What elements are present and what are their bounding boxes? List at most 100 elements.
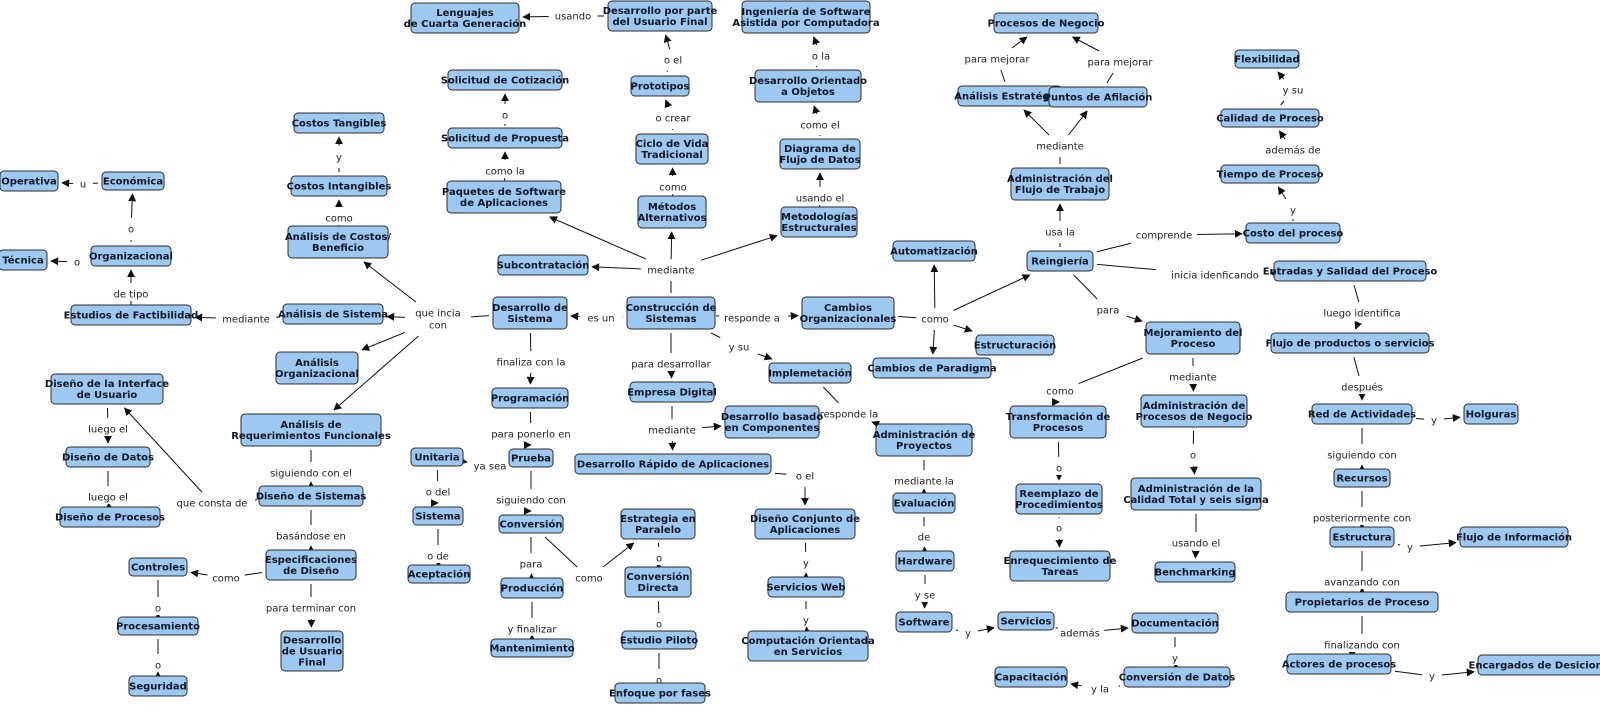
concept-node-organizacional[interactable]: Organizacional [89,245,173,267]
concept-node-analisis-estrategico[interactable]: Análisis Estratégico [954,85,1066,107]
concept-node-label: Servicios Web [766,583,845,594]
concept-node-cambios-paradigma[interactable]: Cambios de Paradigma [867,357,997,379]
link-label-text: o [1056,464,1062,475]
concept-node-enfoque-fases[interactable]: Enfoque por fases [609,682,711,704]
concept-node-label: Computación Orientada [741,635,874,647]
concept-node-empresa-digital[interactable]: Empresa Digital [627,381,717,403]
concept-node-subcontratacion[interactable]: Subcontratación [497,254,590,276]
concept-node-estudio-piloto[interactable]: Estudio Piloto [620,630,698,650]
concept-node-label: Cambios [824,303,872,314]
concept-node-flexibilidad[interactable]: Flexibilidad [1234,49,1300,69]
concept-node-puntos-afilacion[interactable]: Puntos de Afilación [1044,86,1153,108]
concept-node-procesos-negocio[interactable]: Procesos de Negocio [988,12,1105,34]
concept-node-recursos[interactable]: Recursos [1333,468,1391,488]
concept-node-hardware[interactable]: Hardware [895,550,955,572]
concept-node-estudios-fact[interactable]: Estudios de Factibilidad [64,304,199,326]
concept-node-flujo-productos[interactable]: Flujo de productos o servicios [1266,332,1435,354]
concept-node-sistema[interactable]: Sistema [412,506,464,526]
concept-node-benchmarking[interactable]: Benchmarking [1154,561,1236,583]
concept-node-analisis-costos[interactable]: Análisis de Costos/Beneficio [285,225,391,259]
concept-node-operativa[interactable]: Operativa [0,170,59,192]
concept-node-sol-cotizacion[interactable]: Solicitud de Cotización [441,69,570,91]
concept-node-unitaria[interactable]: Unitaria [410,447,464,467]
concept-node-documentacion[interactable]: Documentación [1131,612,1219,634]
concept-node-servicios-web[interactable]: Servicios Web [766,576,846,598]
concept-node-analisis-sistema[interactable]: Análisis de Sistema [278,303,388,325]
link-label: como [324,211,354,225]
concept-node-aceptacion[interactable]: Aceptación [407,564,471,584]
concept-node-costo-proceso[interactable]: Costo del proceso [1243,222,1344,244]
concept-node-implementacion[interactable]: Implemetación [768,362,852,384]
concept-node-actores[interactable]: Actores de procesos [1282,653,1396,675]
concept-node-tiempo-proceso[interactable]: Tiempo de Proceso [1216,164,1324,184]
concept-node-capacitacion[interactable]: Capacitación [994,666,1068,688]
concept-node-costos-tangibles[interactable]: Costos Tangibles [292,112,387,134]
concept-node-procesamiento[interactable]: Procesamiento [116,616,200,636]
concept-node-label: del Usuario Final [612,17,707,28]
concept-node-diseno-sistemas[interactable]: Diseño de Sistemas [256,485,367,507]
concept-node-reingenieria[interactable]: Reingiería [1026,250,1094,272]
concept-node-label: Final [298,658,326,669]
concept-node-calidad-proceso[interactable]: Calidad de Proceso [1216,108,1324,128]
concept-node-estructuracion[interactable]: Estructuración [974,334,1056,356]
concept-node-prueba[interactable]: Prueba [508,448,554,468]
concept-node-economica[interactable]: Económica [101,171,165,191]
concept-node-produccion[interactable]: Producción [500,577,564,599]
concept-node-software[interactable]: Software [895,611,953,633]
concept-node-estructura[interactable]: Estructura [1329,526,1395,548]
concept-node-entradas-salidas[interactable]: Entradas y Salidad del Proceso [1263,260,1438,282]
concept-node-diseno-datos[interactable]: Diseño de Datos [62,446,154,468]
concept-node-encargados[interactable]: Encargados de Desiciones [1469,654,1600,676]
concept-node-controles[interactable]: Controles [128,557,188,577]
concept-node-programacion[interactable]: Programación [491,387,569,409]
concept-node-conversion[interactable]: Conversión [498,514,564,534]
connector-arrow [570,312,580,321]
concept-node-automatizacion[interactable]: Automatización [890,240,978,262]
concept-node-costos-intangibles[interactable]: Costos Intangibles [287,175,392,197]
concept-node-sol-propuesta[interactable]: Solicitud de Propuesta [441,127,569,149]
concept-node-diseno-procesos[interactable]: Diseño de Procesos [55,506,165,528]
concept-node-servicios[interactable]: Servicios [997,611,1055,631]
concept-node-tecnica[interactable]: Técnica [0,249,48,271]
concept-node-holguras[interactable]: Holguras [1463,403,1519,425]
concept-node-seguridad[interactable]: Seguridad [128,675,188,697]
concept-node-propietarios[interactable]: Propietarios de Proceso [1285,591,1439,613]
concept-node-flujo-info[interactable]: Flujo de Información [1456,526,1572,548]
concept-node-des-rapido[interactable]: Desarrollo Rápido de Aplicaciones [574,453,772,475]
concept-node-evaluacion[interactable]: Evaluación [892,492,956,514]
concept-node-prototipos[interactable]: Prototipos [630,75,690,97]
concept-node-red-actividades[interactable]: Red de Actividades [1308,403,1416,425]
concept-node-conversion-datos[interactable]: Conversión de Datos [1119,666,1236,688]
concept-node-mantenimiento[interactable]: Mantenimiento [489,638,575,658]
